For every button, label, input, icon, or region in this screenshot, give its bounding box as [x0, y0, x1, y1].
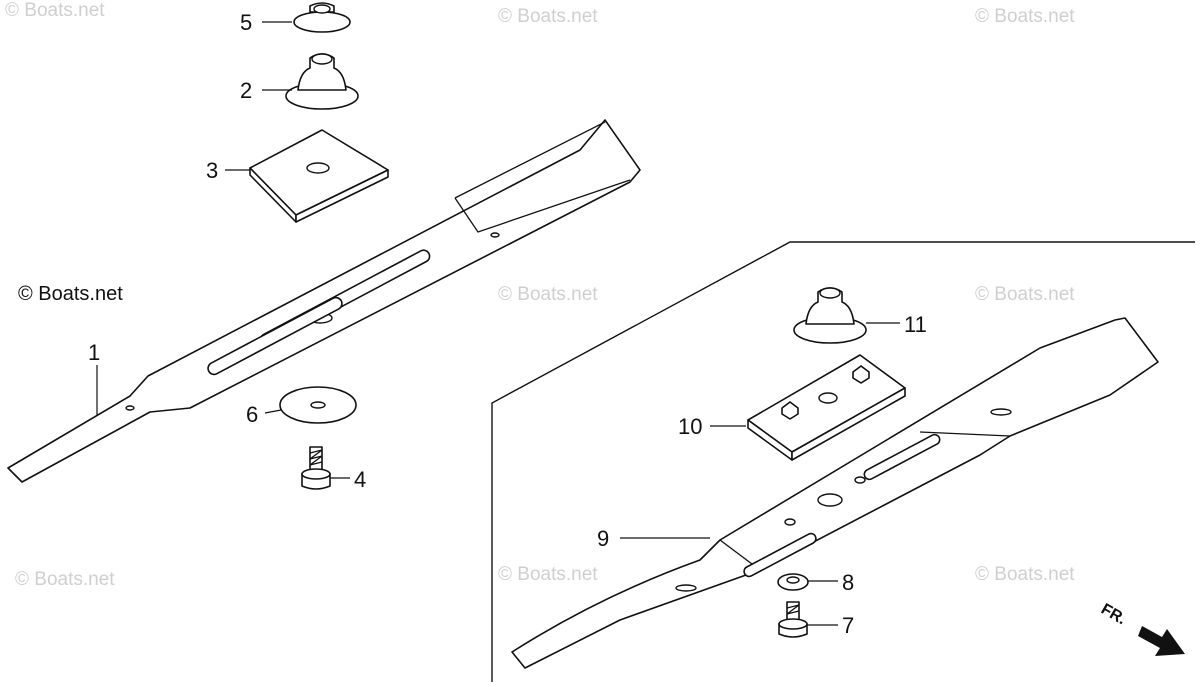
watermark-text: © Boats.net [15, 569, 115, 590]
watermark-text: © Boats.net [498, 6, 598, 27]
watermark-text: © Boats.net [975, 284, 1075, 305]
washer-b-part [777, 573, 809, 591]
watermarks: © Boats.net © Boats.net © Boats.net © Bo… [5, 0, 1075, 590]
callout-number: 8 [842, 570, 854, 595]
callout-number: 2 [240, 78, 252, 103]
front-direction-indicator: FR. [1098, 601, 1185, 656]
callout-number: 5 [240, 10, 252, 35]
blade-a-part [7, 119, 641, 483]
blade-b-part [511, 317, 1159, 669]
bolt-b-part [778, 601, 808, 638]
watermark-text: © Boats.net [498, 284, 598, 305]
callout-number: 1 [88, 340, 100, 365]
watermark-text: © Boats.net [498, 564, 598, 585]
washer-a-part [279, 386, 357, 424]
direction-label: FR. [1098, 601, 1129, 629]
callout-numbers: 5 2 3 1 6 4 11 10 9 8 7 [88, 10, 927, 638]
arrow-icon [1138, 626, 1185, 656]
hub-b-part [793, 287, 867, 344]
bolt-a-part [301, 446, 331, 490]
callout-number: 6 [246, 402, 258, 427]
hub-large-part [285, 53, 359, 110]
watermark-text: © Boats.net [5, 0, 105, 21]
plate-b-part [747, 354, 906, 461]
leader-lines [96, 21, 900, 626]
copyright-label: © Boats.net [18, 283, 123, 305]
watermark-text: © Boats.net [975, 6, 1075, 27]
hub-small-part [293, 2, 351, 33]
callout-number: 7 [842, 613, 854, 638]
callout-number: 10 [678, 414, 702, 439]
inset-border [491, 241, 1195, 682]
watermark-text: © Boats.net [975, 564, 1075, 585]
callout-number: 11 [904, 312, 927, 337]
callout-number: 3 [206, 158, 218, 183]
plate-a-part [249, 129, 389, 223]
callout-number: 4 [354, 467, 366, 492]
callout-number: 9 [597, 526, 609, 551]
